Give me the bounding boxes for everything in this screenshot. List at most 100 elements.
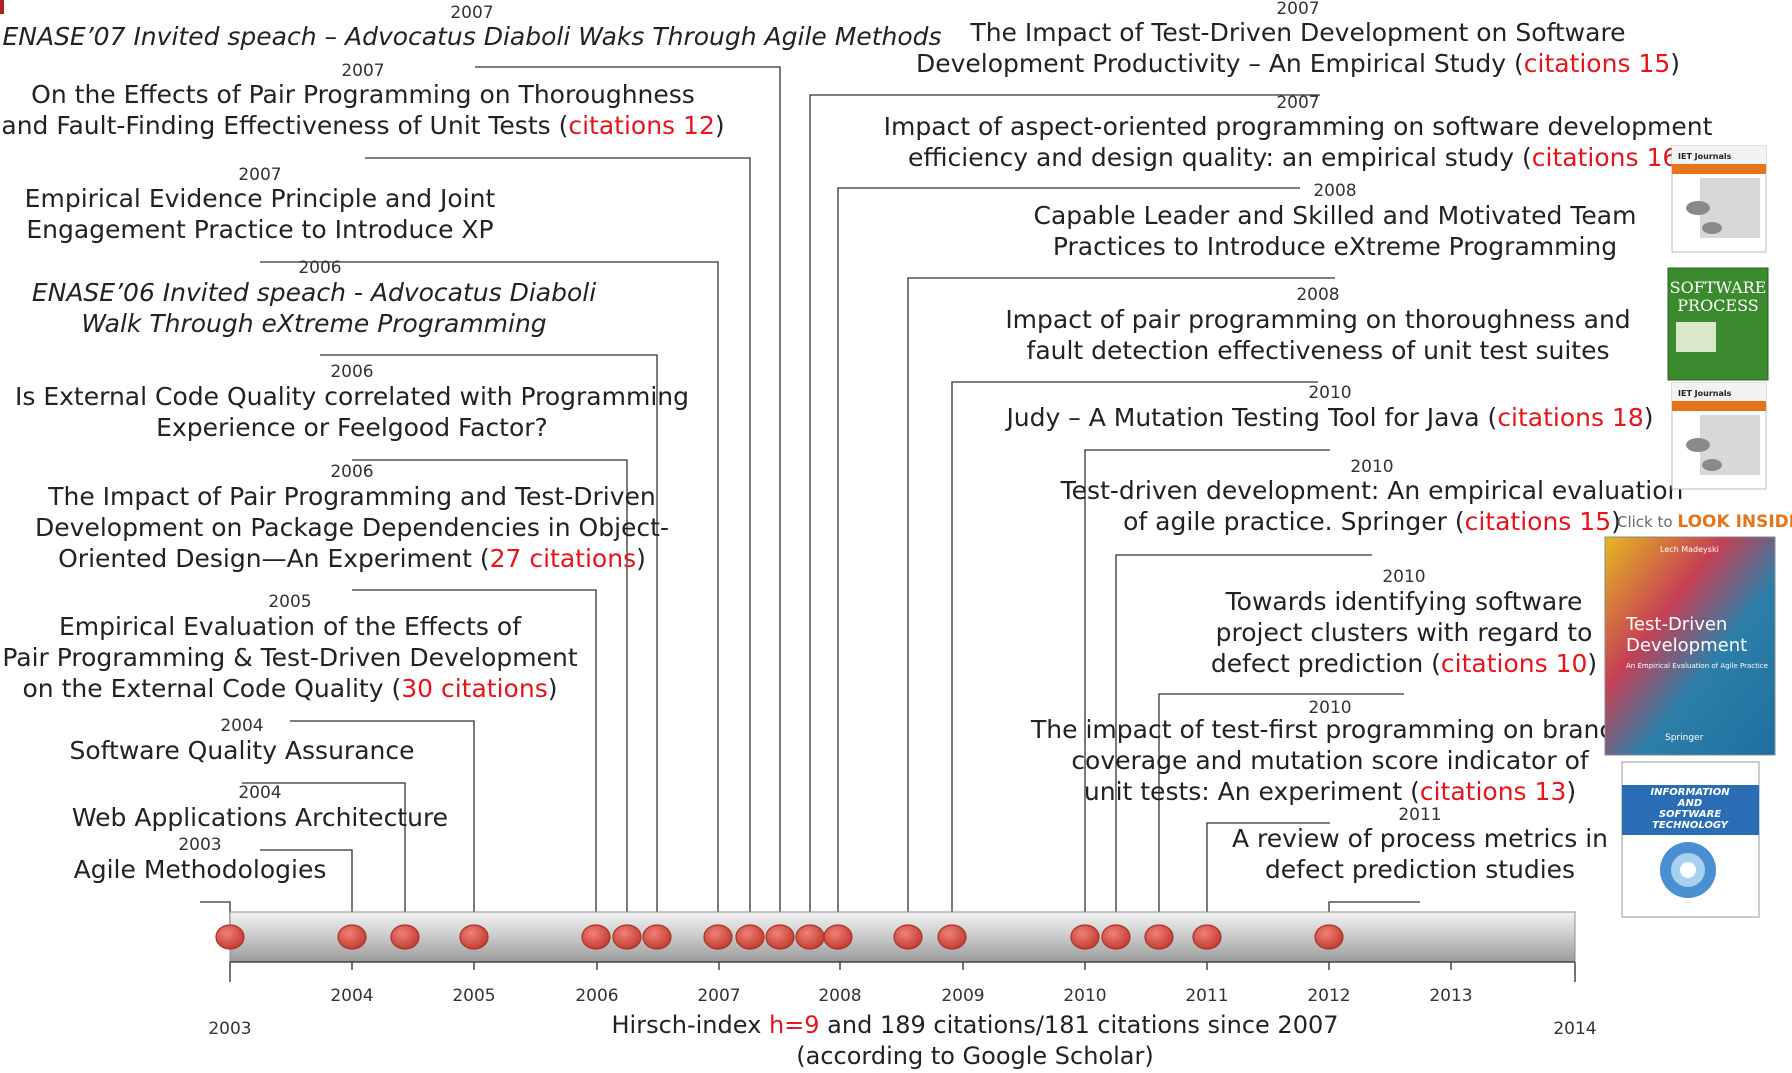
connector bbox=[365, 157, 751, 937]
connector bbox=[837, 187, 1300, 937]
timeline-dot[interactable] bbox=[703, 924, 733, 950]
publication-year: 2003 bbox=[178, 835, 221, 855]
publication-title-line: Development on Package Dependencies in O… bbox=[35, 513, 669, 542]
publication-title-line: and Fault-Finding Effectiveness of Unit … bbox=[1, 111, 724, 140]
publication-year: 2007 bbox=[1276, 93, 1319, 113]
axis-tick-label: 2009 bbox=[941, 986, 984, 1006]
timeline-dot[interactable] bbox=[1144, 924, 1174, 950]
publication-title-line: coverage and mutation score indicator of bbox=[1071, 746, 1590, 775]
axis-tick-label: 2014 bbox=[1553, 1019, 1596, 1039]
connector bbox=[951, 381, 1318, 937]
svg-text:Lech Madeyski: Lech Madeyski bbox=[1660, 545, 1719, 554]
timeline-dot[interactable] bbox=[893, 924, 923, 950]
publication-title-line: Is External Code Quality correlated with… bbox=[15, 382, 689, 411]
timeline-dot[interactable] bbox=[581, 924, 611, 950]
timeline-dot[interactable] bbox=[1101, 924, 1131, 950]
cover-iet-1: IET Journals bbox=[1671, 145, 1767, 253]
timeline-dot[interactable] bbox=[765, 924, 795, 950]
publication-title-line: Software Quality Assurance bbox=[70, 736, 415, 765]
connector bbox=[1115, 554, 1372, 937]
timeline-dots bbox=[215, 924, 1344, 950]
connector-lines bbox=[200, 66, 1420, 937]
connector bbox=[907, 277, 1335, 937]
publication-title-line: unit tests: An experiment (citations 13) bbox=[1084, 777, 1576, 806]
publication-title-line: of agile practice. Springer (citations 1… bbox=[1123, 507, 1621, 536]
timeline-dot[interactable] bbox=[937, 924, 967, 950]
svg-text:SOFTWARE: SOFTWARE bbox=[1670, 278, 1767, 297]
publication-title-line: Test-driven development: An empirical ev… bbox=[1060, 476, 1684, 505]
svg-text:Development: Development bbox=[1626, 635, 1747, 656]
publication-title-line: defect prediction (citations 10) bbox=[1211, 649, 1597, 678]
publication-title-line: Development Productivity – An Empirical … bbox=[916, 49, 1680, 78]
svg-text:AND: AND bbox=[1677, 798, 1702, 809]
axis-tick-label: 2011 bbox=[1185, 986, 1228, 1006]
axis-tick-label: 2004 bbox=[330, 986, 373, 1006]
publication-title-line: Agile Methodologies bbox=[74, 855, 327, 884]
svg-text:Springer: Springer bbox=[1665, 733, 1704, 743]
timeline-dot[interactable] bbox=[735, 924, 765, 950]
timeline-dot[interactable] bbox=[337, 924, 367, 950]
publication-year: 2010 bbox=[1308, 383, 1351, 403]
timeline-dot[interactable] bbox=[1192, 924, 1222, 950]
publication-title-line: on the External Code Quality (30 citatio… bbox=[23, 674, 558, 703]
publication-title-line: defect prediction studies bbox=[1265, 855, 1575, 884]
cover-iet-2: IET Journals bbox=[1671, 382, 1767, 490]
timeline-dot[interactable] bbox=[1314, 924, 1344, 950]
cover-spip: SOFTWARE PROCESS bbox=[1667, 267, 1769, 381]
publication-year: 2004 bbox=[220, 716, 263, 736]
publication-title-line: The Impact of Test-Driven Development on… bbox=[969, 18, 1625, 47]
publication-year: 2010 bbox=[1350, 457, 1393, 477]
axis-tick-label: 2008 bbox=[818, 986, 861, 1006]
timeline-dot[interactable] bbox=[459, 924, 489, 950]
publication-year: 2011 bbox=[1398, 805, 1441, 825]
publication-year: 2008 bbox=[1313, 181, 1356, 201]
svg-text:TECHNOLOGY: TECHNOLOGY bbox=[1652, 820, 1730, 831]
svg-text:INFORMATION: INFORMATION bbox=[1650, 787, 1730, 798]
publication-year: 2007 bbox=[341, 61, 384, 81]
cover-springer-book[interactable]: Click to LOOK INSIDE! Lech Madeyski Test… bbox=[1604, 512, 1792, 756]
timeline-dot[interactable] bbox=[1070, 924, 1100, 950]
timeline-dot[interactable] bbox=[795, 924, 825, 950]
cover-ist-journal: INFORMATION AND SOFTWARE TECHNOLOGY bbox=[1621, 761, 1760, 918]
timeline-dot[interactable] bbox=[612, 924, 642, 950]
svg-text:SOFTWARE: SOFTWARE bbox=[1659, 809, 1721, 820]
footer-line-2: (according to Google Scholar) bbox=[796, 1042, 1153, 1070]
publication-year: 2006 bbox=[298, 258, 341, 278]
svg-text:PROCESS: PROCESS bbox=[1677, 296, 1759, 315]
timeline-dot[interactable] bbox=[642, 924, 672, 950]
publication-year: 2008 bbox=[1296, 285, 1339, 305]
publication-title-line: Experience or Feelgood Factor? bbox=[156, 413, 548, 442]
connector bbox=[242, 782, 406, 937]
publication-year: 2007 bbox=[450, 3, 493, 23]
connector bbox=[1206, 822, 1330, 937]
publication-title-line: Empirical Evidence Principle and Joint bbox=[25, 184, 496, 213]
connector bbox=[1158, 693, 1404, 937]
connector bbox=[352, 589, 597, 937]
timeline-dot[interactable] bbox=[215, 924, 245, 950]
publication-title-line: Judy – A Mutation Testing Tool for Java … bbox=[1004, 403, 1653, 432]
svg-text:An Empirical Evaluation of Agi: An Empirical Evaluation of Agile Practic… bbox=[1626, 662, 1768, 670]
connector bbox=[290, 720, 475, 937]
timeline-dot[interactable] bbox=[823, 924, 853, 950]
publication-year: 2005 bbox=[268, 592, 311, 612]
connector bbox=[352, 459, 628, 937]
axis-tick-label: 2010 bbox=[1063, 986, 1106, 1006]
timeline-dot[interactable] bbox=[390, 924, 420, 950]
publication-title-line: Engagement Practice to Introduce XP bbox=[26, 215, 493, 244]
publication-title-line: The Impact of Pair Programming and Test-… bbox=[47, 482, 656, 511]
look-inside-banner[interactable]: Click to LOOK INSIDE! bbox=[1617, 512, 1792, 532]
axis-tick-label: 2005 bbox=[452, 986, 495, 1006]
corner-mark bbox=[0, 0, 4, 14]
